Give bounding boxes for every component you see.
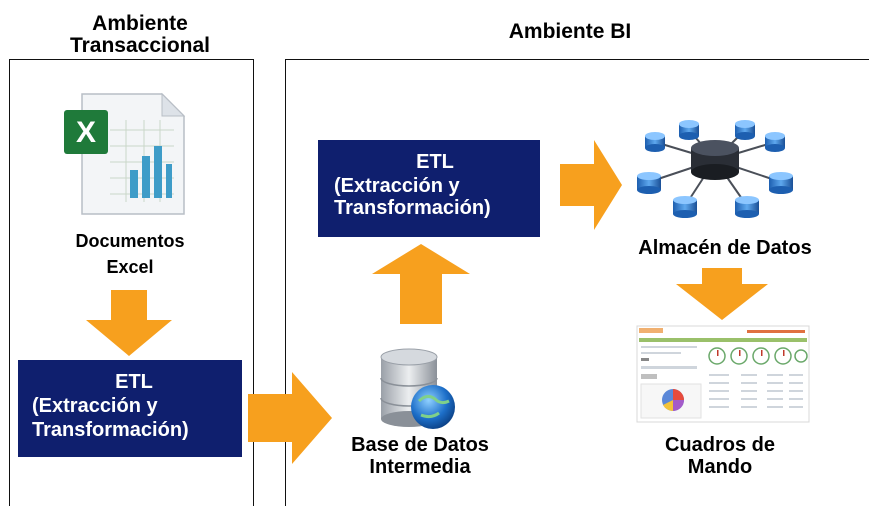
arrow-etl-to-staging xyxy=(248,372,332,464)
staging-label-line1: Base de Datos xyxy=(351,434,489,456)
dashboard-label-line2: Mando xyxy=(687,456,753,478)
bi-panel xyxy=(285,59,869,506)
excel-document-icon: X xyxy=(64,92,186,215)
heading-bi: Ambiente BI xyxy=(508,20,632,43)
heading-transactional-line1: Ambiente xyxy=(92,12,188,35)
arrow-warehouse-to-dashboard xyxy=(676,268,768,320)
warehouse-label: Almacén de Datos xyxy=(638,237,812,259)
svg-text:X: X xyxy=(76,116,96,149)
arrow-etl-to-warehouse xyxy=(560,140,622,230)
excel-label-line2: Excel xyxy=(106,257,154,277)
etl-top-title: ETL xyxy=(416,151,454,173)
etl-top-subtitle: (Extracción y xyxy=(334,175,460,197)
staging-label: Base de Datos Intermedia xyxy=(330,434,510,478)
etl-left-subtitle: (Extracción y xyxy=(32,395,158,417)
dashboard-label: Cuadros de Mando xyxy=(640,434,800,478)
heading-transactional: Ambiente Transaccional xyxy=(40,13,240,57)
dashboard-label-line1: Cuadros de xyxy=(664,434,776,456)
etl-left-title: ETL xyxy=(115,371,153,393)
etl-left-box: ETL (Extracción y Transformación) xyxy=(18,360,242,457)
dashboard-screenshot-icon xyxy=(636,325,810,423)
excel-label-line1: Documentos xyxy=(75,231,185,251)
transactional-panel xyxy=(9,59,254,506)
etl-top-box: ETL (Extracción y Transformación) xyxy=(318,140,540,237)
network-databases-icon xyxy=(637,120,793,218)
etl-left-subtitle2: Transformación) xyxy=(32,419,189,441)
arrow-excel-to-etl xyxy=(86,290,172,356)
heading-transactional-line2: Transaccional xyxy=(69,34,211,57)
staging-label-line2: Intermedia xyxy=(369,456,471,478)
database-globe-icon xyxy=(380,348,455,429)
excel-label: Documentos Excel xyxy=(40,228,220,280)
etl-top-subtitle2: Transformación) xyxy=(334,197,491,219)
arrow-staging-to-etl xyxy=(372,244,470,324)
